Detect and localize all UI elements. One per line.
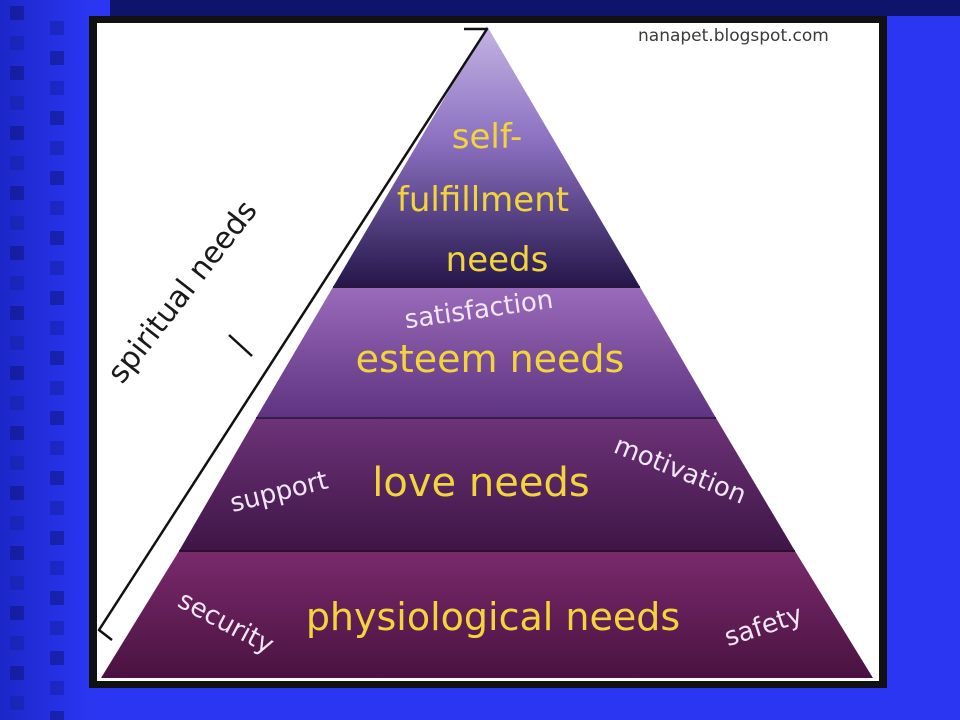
stripe-square (10, 366, 24, 380)
stripe-square (10, 606, 24, 620)
stripe-square (10, 186, 24, 200)
stripe-square (50, 501, 64, 515)
stripe-square (50, 381, 64, 395)
stripe-square (50, 141, 64, 155)
stripe-square (10, 66, 24, 80)
stripe-square (50, 591, 64, 605)
stripe-square (10, 426, 24, 440)
stripe-square (10, 126, 24, 140)
stripe-square (10, 216, 24, 230)
stripe-square (50, 561, 64, 575)
stripe-square (10, 396, 24, 410)
stripe-square (50, 621, 64, 635)
stripe-square (10, 666, 24, 680)
stripe-square (10, 576, 24, 590)
stripe-square (50, 171, 64, 185)
stripe-square (10, 636, 24, 650)
stripe-square (50, 201, 64, 215)
spiritual-needs-bracket (97, 27, 489, 641)
stripe-square (50, 471, 64, 485)
stripe-square (50, 231, 64, 245)
stripe-square (10, 546, 24, 560)
pyramid-level-esteem (256, 287, 716, 418)
self-line-2: fulfillment (397, 180, 569, 220)
stripe-square (50, 111, 64, 125)
stripe-square (10, 516, 24, 530)
stripe-square (50, 411, 64, 425)
decorative-stripe (10, 6, 64, 720)
self-line-3: needs (446, 240, 549, 280)
stripe-square (50, 351, 64, 365)
stripe-square (50, 441, 64, 455)
stripe-square (50, 51, 64, 65)
stripe-square (10, 6, 24, 20)
stripe-square (50, 711, 64, 720)
stripe-square (10, 246, 24, 260)
physiological-needs-label: physiological needs (306, 595, 680, 639)
stripe-square (50, 21, 64, 35)
stripe-square (50, 651, 64, 665)
self-line-1: self- (452, 117, 522, 157)
stripe-square (10, 96, 24, 110)
pyramid-level-physiological (101, 551, 873, 678)
stripe-square (50, 81, 64, 95)
stripe-square (50, 261, 64, 275)
stripe-square (10, 276, 24, 290)
stripe-square (10, 486, 24, 500)
watermark-text: nanapet.blogspot.com (638, 26, 829, 46)
esteem-needs-label: esteem needs (356, 337, 625, 381)
stripe-square (50, 681, 64, 695)
stripe-square (10, 696, 24, 710)
stripe-square (10, 156, 24, 170)
stripe-square (50, 531, 64, 545)
stripe-square (50, 291, 64, 305)
stripe-square (10, 336, 24, 350)
stripe-square (10, 456, 24, 470)
stripe-square (10, 306, 24, 320)
love-needs-label: love needs (372, 460, 589, 506)
bracket-tick (228, 334, 253, 357)
pyramid-level-self-fulfillment (333, 26, 640, 287)
stripe-square (10, 36, 24, 50)
pyramid-level-love (179, 418, 795, 551)
stripe-square (50, 321, 64, 335)
spiritual-needs-label: spiritual needs (101, 194, 265, 390)
